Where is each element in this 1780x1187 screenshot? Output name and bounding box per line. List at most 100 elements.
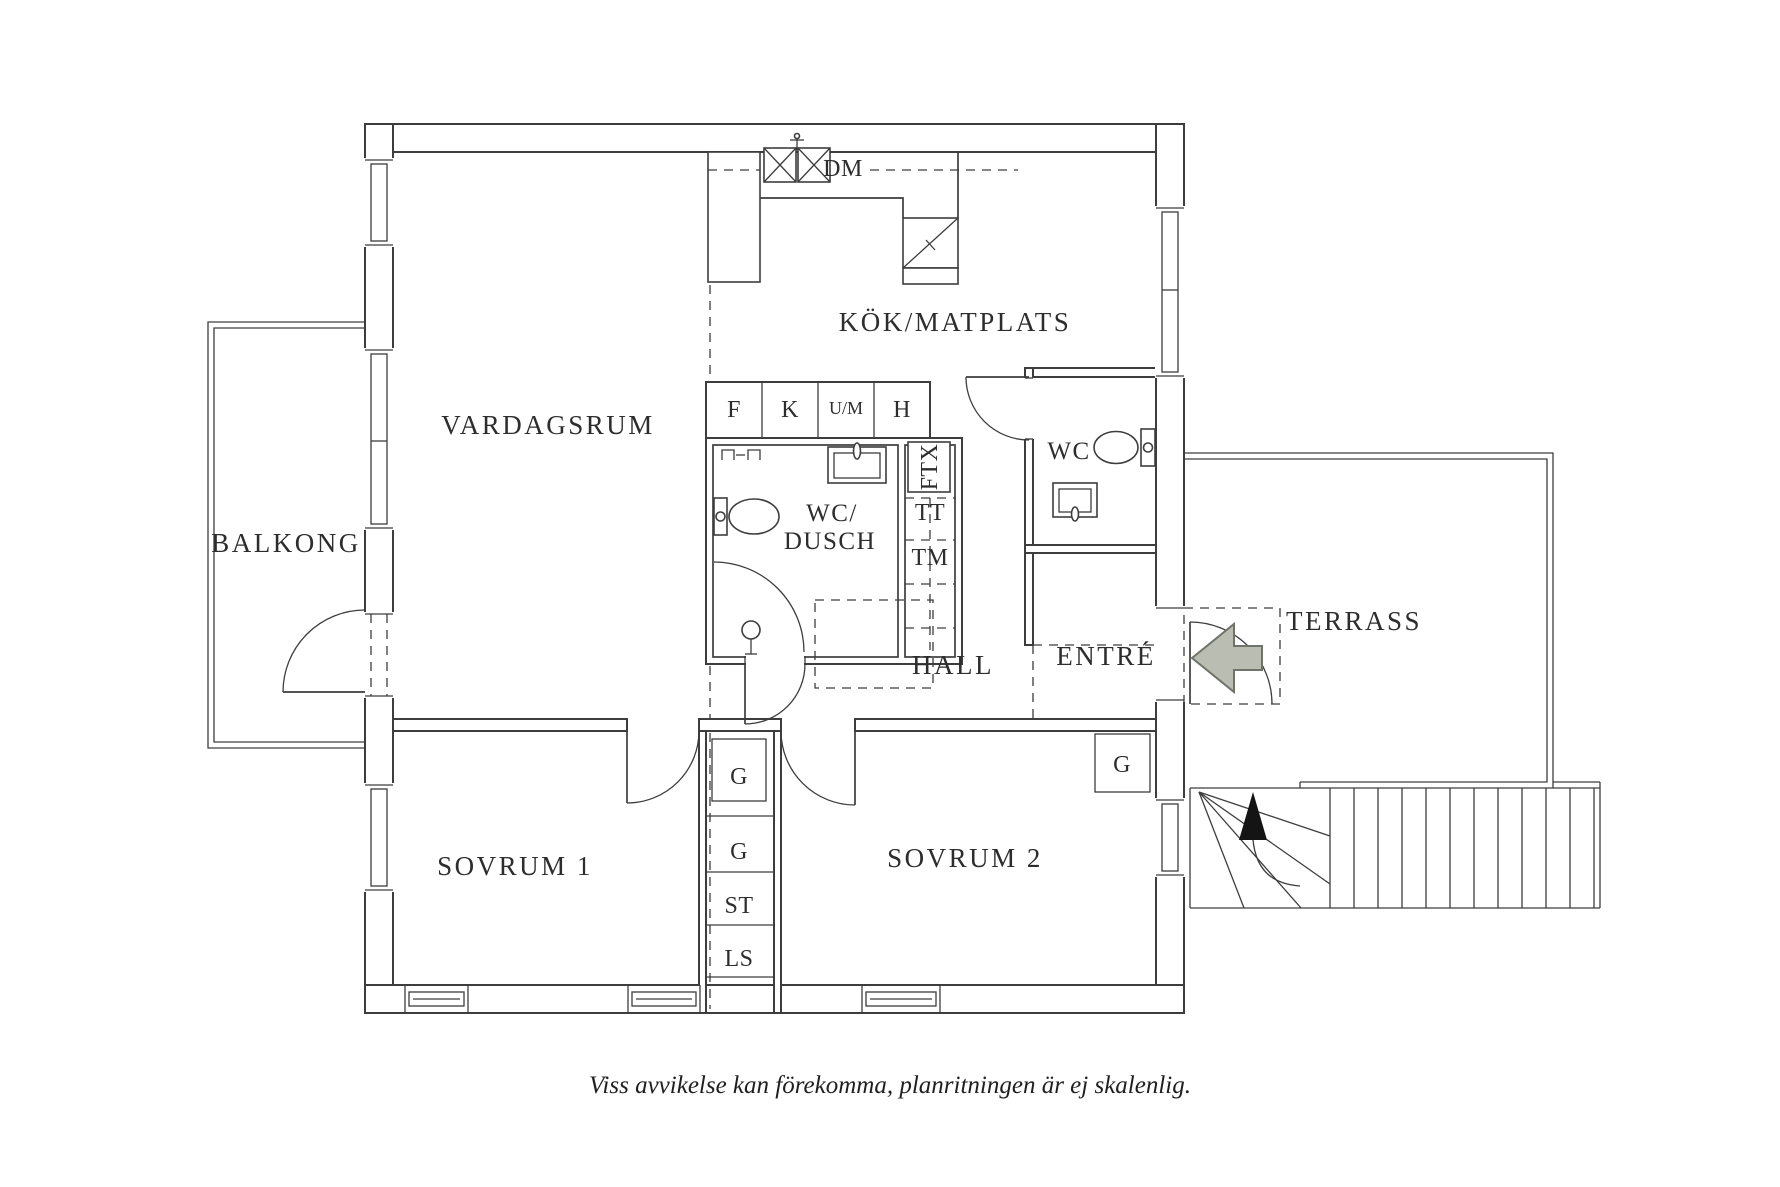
window-sash bbox=[370, 788, 388, 887]
window bbox=[1155, 206, 1185, 378]
label-fridge: F bbox=[727, 397, 741, 423]
doors bbox=[282, 376, 1281, 806]
label-wardrobe: G bbox=[730, 764, 748, 790]
faucet-icon bbox=[790, 132, 804, 150]
wc-sink-icon bbox=[1052, 482, 1098, 522]
label-washer: TM bbox=[912, 545, 949, 571]
windows-and-openings bbox=[364, 158, 1185, 1013]
hall-entre: HALL ENTRÉ bbox=[814, 599, 1156, 719]
window-sash bbox=[370, 353, 388, 525]
room-label-wc: WC bbox=[1047, 438, 1090, 465]
label-wardrobe: G bbox=[1113, 752, 1131, 778]
window bbox=[1155, 798, 1185, 877]
room-label-hall: HALL bbox=[912, 650, 994, 680]
kitchen-sink-icon bbox=[763, 147, 831, 183]
balcony-railing bbox=[207, 321, 365, 749]
wall-segment bbox=[1024, 367, 1157, 378]
balcony-railing bbox=[213, 327, 365, 743]
wall-segment bbox=[698, 718, 782, 732]
room-label-sovrum1: SOVRUM 1 bbox=[437, 851, 593, 881]
balcony: BALKONG bbox=[207, 321, 365, 749]
entrance-opening bbox=[1155, 606, 1185, 702]
toilet-icon bbox=[1093, 428, 1156, 467]
closets: G G ST LS G bbox=[711, 733, 1151, 972]
window-sash bbox=[408, 991, 465, 1007]
wall-segment bbox=[392, 718, 628, 732]
stair-winders bbox=[1198, 791, 1331, 909]
bathroom-sink-icon bbox=[827, 442, 887, 484]
terrace-border bbox=[1184, 458, 1548, 783]
room-label-kok-matplats: KÖK/MATPLATS bbox=[839, 307, 1072, 337]
label-wardrobe: G bbox=[730, 839, 748, 865]
label-dryer: TT bbox=[915, 500, 945, 526]
room-labels: VARDAGSRUM KÖK/MATPLATS SOVRUM 1 SOVRUM … bbox=[437, 307, 1072, 881]
room-label-balkong: BALKONG bbox=[211, 528, 361, 558]
window bbox=[364, 158, 394, 247]
room-label-wc-dusch-2: DUSCH bbox=[784, 528, 876, 555]
window-sash bbox=[1161, 803, 1179, 872]
wc-door bbox=[965, 376, 1030, 441]
wall-segment bbox=[1024, 544, 1157, 554]
balcony-door-opening bbox=[364, 612, 394, 698]
label-h-cabinet: H bbox=[893, 397, 911, 423]
balcony-door bbox=[282, 609, 366, 693]
kitchen: DM bbox=[707, 132, 1018, 285]
shower-icon bbox=[713, 561, 805, 655]
label-cleaning-closet: ST bbox=[724, 893, 753, 919]
door-arc bbox=[965, 376, 1030, 441]
label-dishwasher: DM bbox=[823, 156, 863, 182]
stair-treads bbox=[1329, 788, 1571, 908]
terrace: TERRASS bbox=[1184, 452, 1554, 789]
window-sash bbox=[631, 991, 697, 1007]
door-swing-area bbox=[1183, 607, 1281, 705]
disclaimer-text: Viss avvikelse kan förekomma, planritnin… bbox=[589, 1072, 1191, 1099]
ftx-unit bbox=[907, 441, 951, 493]
entrance-door bbox=[1183, 607, 1281, 705]
window-sash bbox=[370, 163, 388, 242]
wall-segment bbox=[773, 730, 782, 1014]
label-ftx: FTX bbox=[917, 444, 943, 491]
stair-walk-line bbox=[1252, 839, 1301, 887]
entrance-arrow-icon bbox=[1190, 621, 1263, 695]
room-label-sovrum2: SOVRUM 2 bbox=[887, 843, 1043, 873]
towel-hooks-icon bbox=[721, 449, 761, 460]
window bbox=[364, 783, 394, 892]
utility-column-dashed bbox=[905, 497, 955, 650]
hall-dashed-area bbox=[814, 599, 934, 689]
kitchen-tall-cabinet bbox=[707, 151, 761, 283]
stairs bbox=[1189, 781, 1601, 909]
window bbox=[626, 985, 702, 1013]
wc-door-opening bbox=[1024, 377, 1034, 440]
sovrum2-door bbox=[780, 730, 856, 806]
bathroom-door bbox=[744, 663, 806, 725]
window-sash bbox=[865, 991, 937, 1007]
room-label-terrass: TERRASS bbox=[1286, 606, 1422, 636]
label-linen-closet: LS bbox=[724, 946, 753, 972]
toilet-icon bbox=[713, 497, 780, 536]
room-label-vardagsrum: VARDAGSRUM bbox=[441, 410, 655, 440]
bathroom-door-opening bbox=[744, 656, 806, 665]
wardrobe-box bbox=[711, 738, 767, 802]
door-arc bbox=[780, 730, 856, 806]
label-oven-micro: U/M bbox=[829, 398, 863, 418]
window-sash bbox=[1161, 211, 1179, 373]
wall-segment bbox=[698, 730, 707, 1014]
wall-segment bbox=[854, 718, 1157, 732]
window bbox=[860, 985, 942, 1013]
window bbox=[403, 985, 470, 1013]
window bbox=[364, 348, 394, 530]
room-label-wc-dusch-1: WC/ bbox=[806, 500, 858, 527]
kitchen-counter-edge bbox=[760, 197, 904, 218]
label-freezer: K bbox=[781, 397, 799, 423]
door-arc bbox=[744, 663, 806, 725]
door-arc bbox=[626, 730, 700, 804]
bathroom: F K U/M H FTX TT TM bbox=[713, 397, 955, 655]
interior-walls bbox=[392, 367, 1157, 1014]
kitchen-oven-unit bbox=[902, 152, 959, 285]
sovrum1-door bbox=[626, 730, 700, 804]
wall-segment bbox=[1024, 552, 1034, 646]
wardrobe-box bbox=[1094, 733, 1151, 793]
room-label-entre: ENTRÉ bbox=[1056, 641, 1156, 671]
